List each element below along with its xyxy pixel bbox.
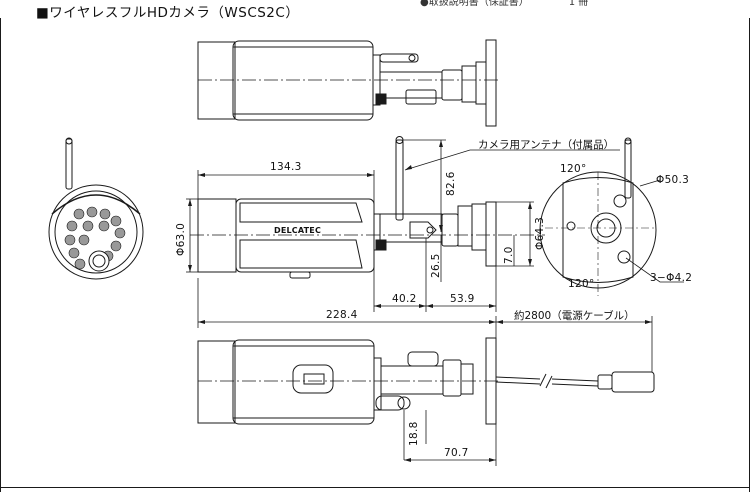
front-inner-ring bbox=[54, 190, 138, 274]
bottom-antenna-base bbox=[375, 395, 405, 411]
front-outer-ring bbox=[48, 184, 144, 280]
side-connector bbox=[375, 239, 387, 251]
brand-logo: DELCATEC bbox=[274, 226, 322, 235]
rear-hole-1 bbox=[613, 194, 627, 208]
side-foot bbox=[289, 271, 311, 279]
bottom-ring bbox=[460, 363, 474, 395]
rear-mount-base bbox=[562, 177, 634, 283]
side-ring bbox=[457, 205, 473, 247]
top-joint bbox=[441, 69, 463, 101]
dim-53-9: 53.9 bbox=[450, 293, 475, 305]
side-top-panel bbox=[239, 202, 363, 223]
side-view bbox=[186, 136, 653, 372]
top-bracket bbox=[379, 71, 443, 99]
drawing-title: ■ワイヤレスフルHDカメラ（WSCS2C） bbox=[36, 1, 299, 21]
dim-26-5: 26.5 bbox=[430, 253, 442, 278]
cable-seg1 bbox=[495, 376, 541, 380]
cable-seg2b bbox=[551, 383, 599, 387]
side-dimension-lines bbox=[186, 139, 653, 372]
bottom-dimension-lines bbox=[403, 410, 497, 466]
bottom-view bbox=[197, 337, 655, 466]
rear-view bbox=[539, 137, 684, 296]
cable-seg2 bbox=[551, 378, 599, 382]
dim-82-6: 82.6 bbox=[445, 171, 457, 196]
top-body bbox=[232, 40, 374, 121]
cable-break-mark bbox=[539, 373, 553, 389]
plug-body bbox=[611, 371, 655, 393]
rear-antenna-tip bbox=[624, 137, 632, 145]
side-wall-plate bbox=[485, 201, 497, 267]
side-mount-screw bbox=[426, 226, 434, 234]
side-body bbox=[235, 198, 375, 273]
dim-7-0: 7.0 bbox=[503, 246, 515, 264]
top-note-right: 1 冊 bbox=[568, 0, 589, 8]
dim-228-4: 228.4 bbox=[326, 309, 358, 321]
phi50-leader bbox=[639, 179, 661, 187]
dim-holes: 3−Φ4.2 bbox=[650, 272, 693, 284]
side-bottom-panel bbox=[239, 239, 363, 269]
side-joint bbox=[441, 213, 459, 247]
front-lens-inner bbox=[92, 254, 106, 268]
antenna-leader bbox=[404, 149, 620, 171]
rear-antenna bbox=[624, 139, 632, 199]
bottom-joint bbox=[442, 359, 462, 397]
top-antenna-tip bbox=[408, 54, 416, 62]
bottom-label-plate bbox=[292, 364, 334, 394]
cable-seg1b bbox=[495, 381, 541, 385]
title-text: ■ワイヤレスフルHDカメラ（WSCS2C） bbox=[36, 5, 300, 21]
front-lens bbox=[88, 250, 110, 272]
dim-18-8: 18.8 bbox=[408, 421, 420, 446]
bottom-knob bbox=[407, 351, 439, 367]
dim-70-7: 70.7 bbox=[444, 447, 469, 459]
top-ring bbox=[461, 65, 477, 103]
top-note-left: ●取扱説明書（保証書） bbox=[420, 0, 529, 8]
bottom-back-plate bbox=[373, 357, 382, 411]
top-connector bbox=[375, 93, 387, 105]
top-ring2 bbox=[475, 61, 487, 105]
rear-hole-2 bbox=[566, 221, 576, 231]
bottom-bracket bbox=[380, 365, 444, 395]
top-wall-plate bbox=[485, 39, 497, 127]
top-note: ●取扱説明書（保証書） 1 冊 bbox=[420, 0, 588, 8]
holes-leader bbox=[625, 257, 684, 283]
front-antenna-tip bbox=[65, 137, 73, 145]
side-ring2 bbox=[471, 203, 487, 251]
bottom-antenna-cap bbox=[397, 396, 411, 410]
top-knob bbox=[405, 89, 437, 105]
dim-phi-50-3: Φ50.3 bbox=[656, 174, 690, 186]
dim-angle-top: 120° bbox=[560, 163, 587, 175]
top-antenna bbox=[379, 53, 419, 63]
top-view bbox=[197, 39, 500, 127]
front-hood-edge bbox=[51, 194, 141, 215]
dim-angle-bottom: 120° bbox=[568, 278, 595, 290]
dimension-arrows bbox=[188, 140, 652, 462]
side-hood bbox=[197, 198, 237, 273]
bottom-hood bbox=[197, 340, 236, 424]
dim-phi-63: Φ63.0 bbox=[175, 222, 187, 256]
rear-hole-3 bbox=[617, 250, 631, 264]
dim-phi-64-3: Φ64.3 bbox=[534, 216, 546, 250]
front-antenna bbox=[65, 138, 73, 190]
side-mount-arrow bbox=[409, 221, 437, 239]
front-view bbox=[48, 137, 144, 280]
dim-40-2: 40.2 bbox=[392, 293, 417, 305]
side-antenna bbox=[395, 139, 404, 221]
top-hood bbox=[197, 41, 236, 120]
cable-callout: 約2800（電源ケーブル） bbox=[514, 310, 635, 322]
antenna-callout: カメラ用アンテナ（付属品） bbox=[478, 139, 615, 151]
ir-led-array bbox=[64, 206, 126, 270]
bottom-vents bbox=[303, 373, 325, 385]
plug-collar bbox=[597, 374, 613, 390]
dim-134-3: 134.3 bbox=[270, 161, 302, 173]
